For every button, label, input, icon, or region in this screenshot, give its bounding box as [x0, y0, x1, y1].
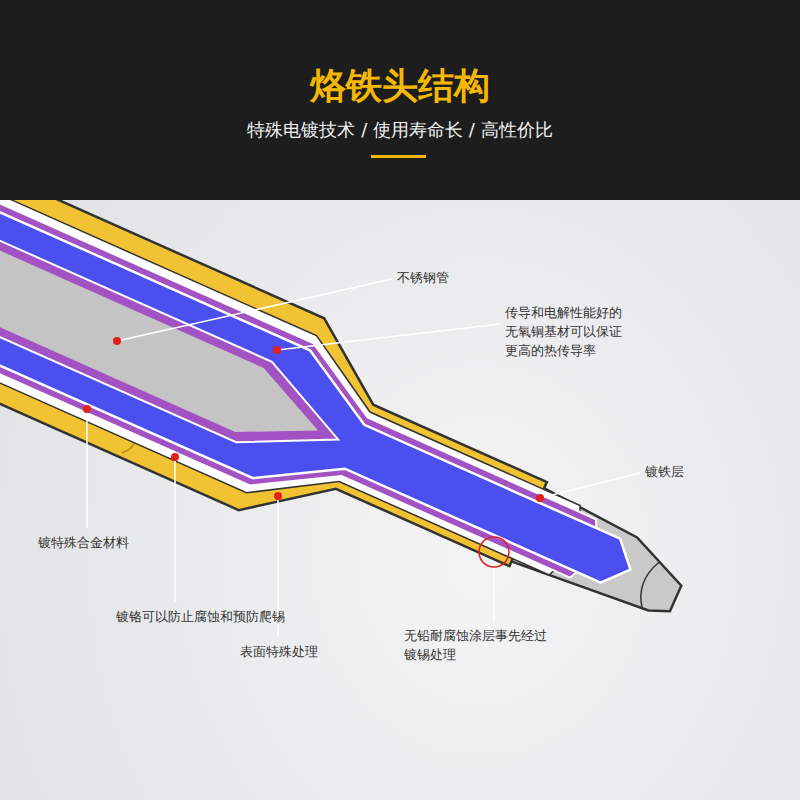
tip-cross-section: [0, 160, 722, 687]
callout-dots: [83, 337, 544, 502]
part-label: 传导和电解性能好的 无氧铜基材可以保证 更高的热传导率: [505, 303, 633, 360]
part-label: 镀铁层: [645, 462, 715, 481]
leader-lines: [87, 279, 640, 637]
part-label: 表面特殊处理: [240, 642, 350, 661]
part-label: 镀特殊合金材料: [38, 533, 158, 552]
part-label: 无铅耐腐蚀涂层事先经过 镀锡处理: [404, 626, 556, 664]
diagram-title: 烙铁头结构: [0, 62, 800, 111]
callout-circle: [479, 537, 509, 567]
part-label: 镀铬可以防止腐蚀和预防爬锡: [116, 607, 316, 626]
copper-core: [0, 192, 659, 634]
title-underline: [371, 155, 426, 158]
tip-bevel: [634, 560, 662, 607]
part-label: 不锈钢管: [397, 268, 487, 287]
stainless-tube: [0, 224, 332, 463]
subtitle: 特殊电镀技术 / 使用寿命长 / 高性价比: [0, 118, 800, 142]
